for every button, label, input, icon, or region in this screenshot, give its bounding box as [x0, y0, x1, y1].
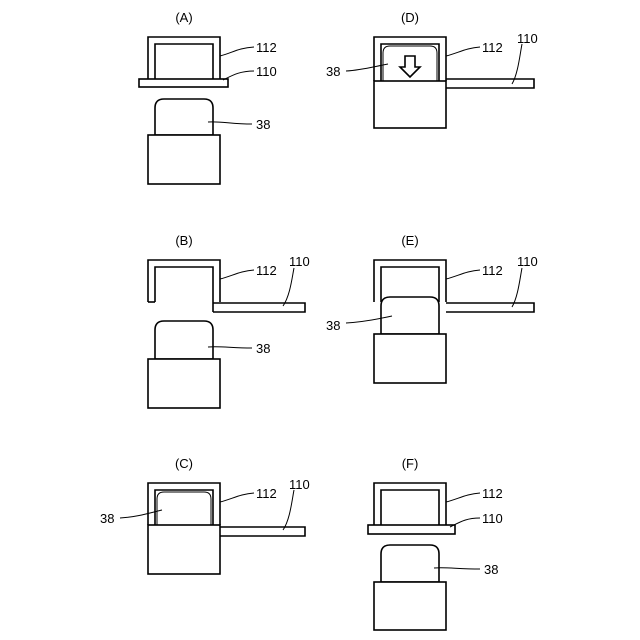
cover-112 — [374, 37, 446, 81]
sheet-110 — [220, 527, 305, 536]
label-38: 38 — [100, 511, 114, 526]
cover-112 — [148, 483, 220, 525]
label-110: 110 — [517, 254, 538, 269]
leader-112 — [446, 47, 480, 56]
member-38 — [374, 46, 446, 128]
member-38 — [148, 492, 220, 574]
panel-a-title: (A) — [175, 10, 192, 25]
cover-112 — [374, 260, 446, 302]
leader-112 — [446, 493, 480, 502]
label-38: 38 — [256, 341, 270, 356]
cover-112 — [148, 37, 220, 79]
label-112: 112 — [256, 486, 277, 501]
cover-112 — [374, 483, 446, 525]
label-38: 38 — [326, 64, 340, 79]
panel-e: (E) 112 110 38 — [326, 233, 538, 383]
panel-e-title: (E) — [401, 233, 418, 248]
member-38 — [148, 99, 220, 184]
panel-a: (A) 112 110 38 — [139, 10, 277, 184]
label-110: 110 — [289, 477, 310, 492]
panel-c: (C) 112 110 38 — [100, 456, 310, 574]
leader-38 — [208, 122, 252, 124]
member-38 — [374, 297, 446, 383]
leader-110 — [283, 490, 294, 530]
sheet-110 — [368, 525, 455, 534]
cover-112 — [148, 260, 220, 312]
sheet-110 — [446, 79, 534, 88]
panel-c-title: (C) — [175, 456, 193, 471]
sheet-110 — [446, 303, 534, 312]
label-112: 112 — [482, 263, 503, 278]
label-112: 112 — [256, 40, 277, 55]
leader-112 — [220, 47, 254, 56]
leader-112 — [446, 270, 480, 279]
sheet-110 — [213, 303, 305, 312]
member-38 — [148, 321, 220, 408]
down-arrow-icon — [400, 56, 420, 77]
panel-f-title: (F) — [402, 456, 419, 471]
panel-f: (F) 112 110 38 — [368, 456, 503, 630]
leader-112 — [220, 493, 254, 502]
member-38 — [374, 545, 446, 630]
label-112: 112 — [256, 263, 277, 278]
leader-38 — [208, 347, 252, 348]
panel-d-title: (D) — [401, 10, 419, 25]
leader-38 — [434, 568, 480, 569]
label-38: 38 — [326, 318, 340, 333]
panel-b: (B) 112 110 38 — [148, 233, 310, 408]
leader-110 — [283, 268, 294, 306]
leader-110 — [512, 268, 522, 307]
label-110: 110 — [256, 64, 277, 79]
panel-b-title: (B) — [175, 233, 192, 248]
panel-d: (D) 112 110 38 — [326, 10, 538, 128]
leader-112 — [220, 270, 254, 279]
label-38: 38 — [256, 117, 270, 132]
label-110: 110 — [517, 31, 538, 46]
sheet-110 — [139, 79, 228, 87]
leader-110 — [512, 44, 522, 84]
label-110: 110 — [289, 254, 310, 269]
label-112: 112 — [482, 486, 503, 501]
label-110: 110 — [482, 511, 503, 526]
label-38: 38 — [484, 562, 498, 577]
label-112: 112 — [482, 40, 503, 55]
